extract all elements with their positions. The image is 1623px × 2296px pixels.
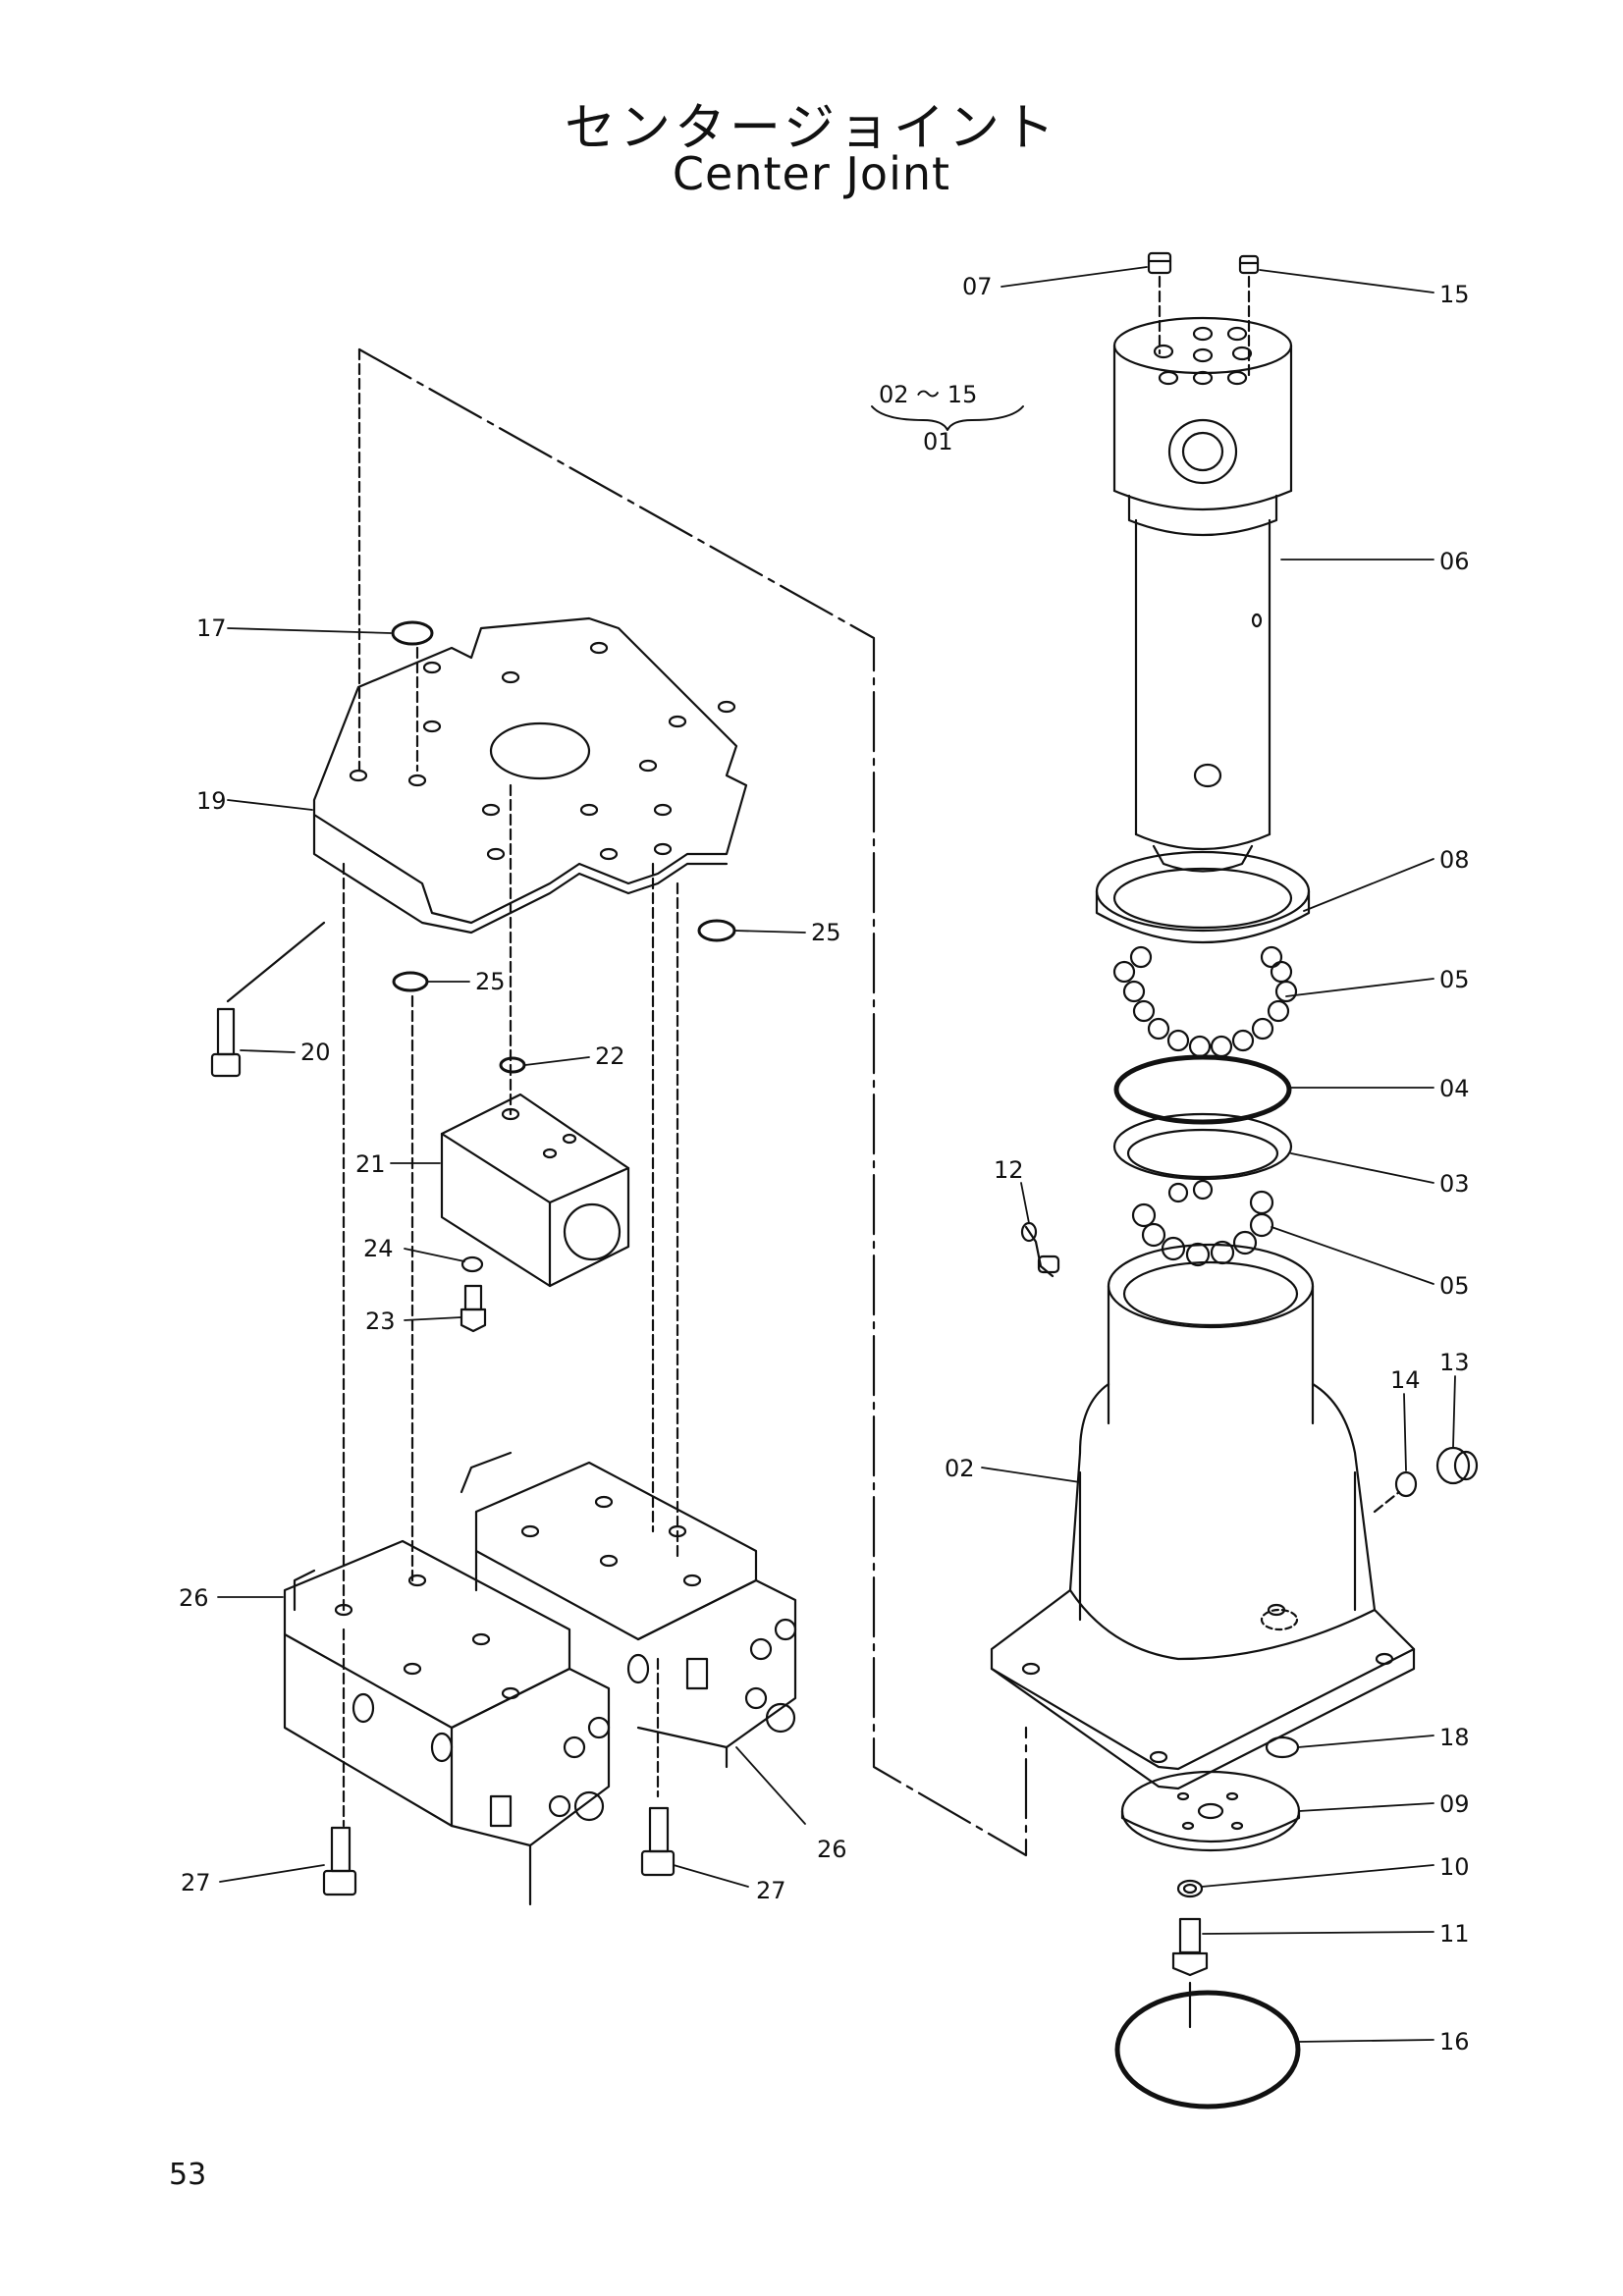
grease-fitting-12-shape	[1020, 1221, 1060, 1278]
label-25-left: 25	[475, 968, 506, 995]
o-ring-16-shape	[1114, 1990, 1301, 2109]
label-05-upper: 05	[1439, 966, 1470, 993]
assembly-id-label: 01	[923, 428, 953, 455]
label-24: 24	[363, 1235, 394, 1262]
label-09: 09	[1439, 1790, 1470, 1818]
label-07: 07	[962, 273, 993, 300]
o-ring-04-shape	[1113, 1054, 1292, 1125]
label-03: 03	[1439, 1170, 1470, 1198]
spindle-06-shape	[1112, 316, 1293, 873]
o-ring-22-shape	[499, 1056, 526, 1074]
block-21-shape	[440, 1093, 630, 1288]
label-16: 16	[1439, 2028, 1470, 2056]
plate-19-shape	[312, 616, 748, 934]
label-20: 20	[300, 1039, 331, 1066]
o-ring-14-shape	[1394, 1470, 1418, 1498]
valve-26-right-shape	[460, 1451, 797, 1769]
body-02-shape	[990, 1243, 1416, 1790]
race-03-shape	[1112, 1112, 1293, 1181]
page-title-english: Center Joint	[672, 147, 951, 200]
bolt-27-left-shape	[322, 1826, 357, 1896]
label-10: 10	[1439, 1853, 1470, 1881]
label-15: 15	[1439, 281, 1470, 308]
bolt-11-shape	[1171, 1917, 1209, 1977]
bolt-20-shape	[210, 1007, 242, 1078]
label-23: 23	[365, 1308, 396, 1335]
ball-ring-05-upper-shape	[1112, 945, 1298, 1058]
label-21: 21	[355, 1150, 386, 1178]
washer-24-shape	[460, 1255, 484, 1273]
label-19: 19	[196, 787, 227, 815]
label-12: 12	[994, 1156, 1024, 1184]
page-title-japanese: センタージョイント	[565, 99, 1058, 158]
o-ring-18-shape	[1265, 1735, 1300, 1759]
label-04: 04	[1439, 1075, 1470, 1102]
o-ring-17-shape	[391, 620, 434, 646]
assembly-range-label: 02 ～ 15	[879, 381, 977, 408]
label-13: 13	[1439, 1349, 1470, 1376]
label-26-left: 26	[179, 1584, 209, 1612]
label-27-left: 27	[181, 1869, 211, 1896]
label-18: 18	[1439, 1724, 1470, 1751]
assembly-frame-line	[357, 347, 1028, 1857]
label-17: 17	[196, 614, 227, 642]
plate-09-shape	[1120, 1770, 1301, 1852]
label-08: 08	[1439, 846, 1470, 874]
bolt-23-shape	[460, 1284, 487, 1333]
plug-07-shape	[1147, 251, 1172, 275]
label-22: 22	[595, 1042, 625, 1070]
label-25-right: 25	[811, 919, 841, 946]
o-ring-25-right-shape	[697, 919, 736, 942]
valve-26-left-shape	[283, 1539, 611, 1906]
label-27-right: 27	[756, 1877, 786, 1904]
bolt-27-right-shape	[640, 1806, 676, 1877]
label-11: 11	[1439, 1920, 1470, 1948]
page-number: 53	[169, 2158, 207, 2192]
label-02: 02	[945, 1455, 975, 1482]
label-14: 14	[1390, 1366, 1421, 1394]
o-ring-25-left-shape	[392, 971, 429, 992]
plug-13-shape	[1435, 1446, 1479, 1485]
washer-10-shape	[1176, 1879, 1204, 1898]
label-26-right: 26	[817, 1836, 847, 1863]
label-06: 06	[1439, 548, 1470, 575]
label-05-lower: 05	[1439, 1272, 1470, 1300]
plug-15-shape	[1238, 254, 1260, 275]
seal-08-shape	[1095, 850, 1311, 944]
